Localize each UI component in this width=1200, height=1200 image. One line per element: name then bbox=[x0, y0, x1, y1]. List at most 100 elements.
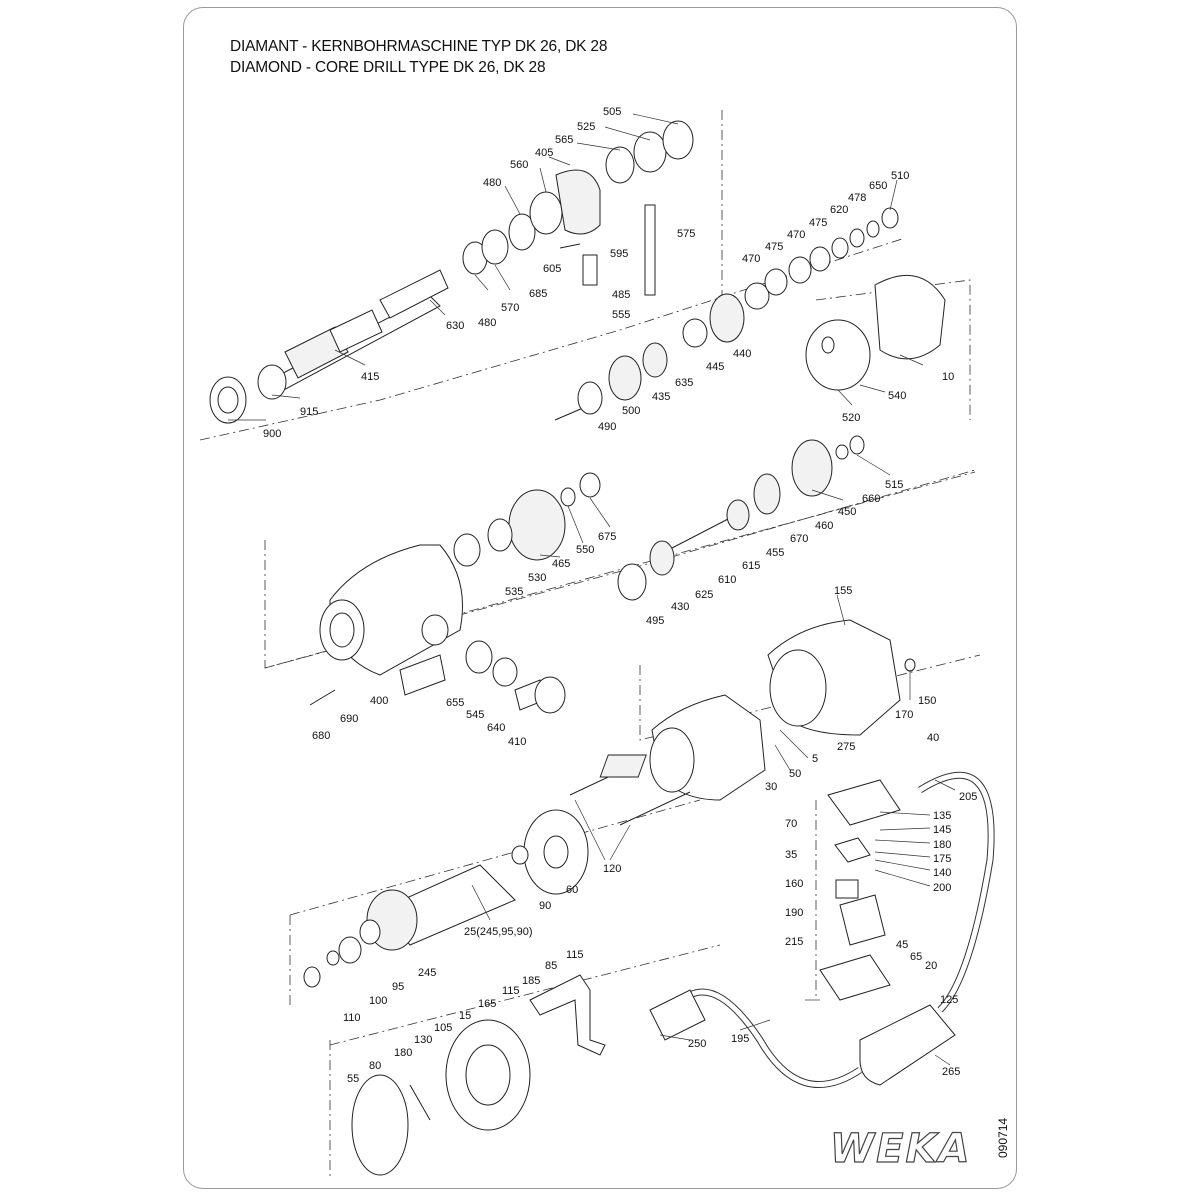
label-50: 50 bbox=[789, 768, 801, 780]
label-915: 915 bbox=[300, 406, 318, 418]
label-80: 80 bbox=[369, 1060, 381, 1072]
leader-lines bbox=[228, 113, 956, 1066]
armature bbox=[303, 864, 516, 988]
label-215: 215 bbox=[785, 936, 803, 948]
label-40: 40 bbox=[927, 732, 939, 744]
label-55: 55 bbox=[347, 1073, 359, 1085]
label-145: 145 bbox=[933, 824, 951, 836]
label-520: 520 bbox=[842, 412, 860, 424]
label-205: 205 bbox=[959, 791, 977, 803]
label-440: 440 bbox=[733, 348, 751, 360]
label-90: 90 bbox=[539, 900, 551, 912]
label-530: 530 bbox=[528, 572, 546, 584]
label-550: 550 bbox=[576, 544, 594, 556]
label-900: 900 bbox=[263, 428, 281, 440]
label-650: 650 bbox=[869, 180, 887, 192]
label-505: 505 bbox=[603, 106, 621, 118]
label-25-group: 25(245,95,90) bbox=[464, 926, 533, 938]
gear-row-upper bbox=[554, 207, 946, 421]
label-465: 465 bbox=[552, 558, 570, 570]
gear-housing bbox=[309, 544, 566, 714]
label-510: 510 bbox=[891, 170, 909, 182]
label-165: 165 bbox=[478, 998, 496, 1010]
label-180b: 180 bbox=[394, 1047, 412, 1059]
label-660: 660 bbox=[862, 493, 880, 505]
label-455: 455 bbox=[766, 547, 784, 559]
label-630: 630 bbox=[446, 320, 464, 332]
label-515: 515 bbox=[885, 479, 903, 491]
label-615: 615 bbox=[742, 560, 760, 572]
label-405: 405 bbox=[535, 147, 553, 159]
label-680: 680 bbox=[312, 730, 330, 742]
label-195: 195 bbox=[731, 1033, 749, 1045]
title-english: DIAMOND - CORE DRILL TYPE DK 26, DK 28 bbox=[230, 59, 546, 76]
label-245: 245 bbox=[418, 967, 436, 979]
label-400: 400 bbox=[370, 695, 388, 707]
label-70: 70 bbox=[785, 818, 797, 830]
label-155: 155 bbox=[834, 585, 852, 597]
label-65: 65 bbox=[910, 951, 922, 963]
label-275: 275 bbox=[837, 741, 855, 753]
label-575: 575 bbox=[677, 228, 695, 240]
label-565: 565 bbox=[555, 134, 573, 146]
label-625: 625 bbox=[695, 589, 713, 601]
label-105: 105 bbox=[434, 1022, 452, 1034]
label-490: 490 bbox=[598, 421, 616, 433]
label-495: 495 bbox=[646, 615, 664, 627]
motor-housing bbox=[511, 619, 916, 895]
label-150: 150 bbox=[918, 695, 936, 707]
label-435: 435 bbox=[652, 391, 670, 403]
label-595: 595 bbox=[610, 248, 628, 260]
label-545: 545 bbox=[466, 709, 484, 721]
label-610: 610 bbox=[718, 574, 736, 586]
label-430: 430 bbox=[671, 601, 689, 613]
label-130: 130 bbox=[414, 1034, 432, 1046]
label-30: 30 bbox=[765, 781, 777, 793]
label-460: 460 bbox=[815, 520, 833, 532]
weka-logo: WEKA bbox=[830, 1126, 971, 1172]
label-415: 415 bbox=[361, 371, 379, 383]
label-5: 5 bbox=[812, 753, 818, 765]
title-german: DIAMANT - KERNBOHRMASCHINE TYP DK 26, DK… bbox=[230, 38, 608, 55]
label-620: 620 bbox=[830, 204, 848, 216]
label-475b: 475 bbox=[765, 241, 783, 253]
label-635: 635 bbox=[675, 377, 693, 389]
label-685: 685 bbox=[529, 288, 547, 300]
label-605: 605 bbox=[543, 263, 561, 275]
label-170: 170 bbox=[895, 709, 913, 721]
label-555: 555 bbox=[612, 309, 630, 321]
label-470: 470 bbox=[787, 229, 805, 241]
label-480: 480 bbox=[483, 177, 501, 189]
label-450: 450 bbox=[838, 506, 856, 518]
label-180: 180 bbox=[933, 839, 951, 851]
label-125: 125 bbox=[940, 994, 958, 1006]
label-525: 525 bbox=[577, 121, 595, 133]
label-200: 200 bbox=[933, 882, 951, 894]
handle-assembly bbox=[351, 974, 606, 1176]
switch-assembly bbox=[599, 754, 995, 1088]
label-15: 15 bbox=[459, 1010, 471, 1022]
label-655: 655 bbox=[446, 697, 464, 709]
label-95: 95 bbox=[392, 981, 404, 993]
label-175: 175 bbox=[933, 853, 951, 865]
label-500: 500 bbox=[622, 405, 640, 417]
label-560: 560 bbox=[510, 159, 528, 171]
label-250: 250 bbox=[688, 1038, 706, 1050]
part-number-labels: 505 525 565 405 560 480 575 595 605 685 … bbox=[263, 106, 977, 1085]
label-690: 690 bbox=[340, 713, 358, 725]
label-535: 535 bbox=[505, 586, 523, 598]
label-110: 110 bbox=[343, 1012, 361, 1024]
label-640: 640 bbox=[487, 722, 505, 734]
label-115: 115 bbox=[566, 949, 584, 961]
label-35: 35 bbox=[785, 849, 797, 861]
label-265: 265 bbox=[942, 1066, 960, 1078]
label-185: 185 bbox=[522, 975, 540, 987]
gear-row-lower bbox=[453, 435, 865, 601]
label-115b: 115 bbox=[502, 985, 520, 997]
label-675: 675 bbox=[598, 531, 616, 543]
label-670: 670 bbox=[790, 533, 808, 545]
label-85: 85 bbox=[545, 960, 557, 972]
label-570: 570 bbox=[501, 302, 519, 314]
label-540: 540 bbox=[888, 390, 906, 402]
